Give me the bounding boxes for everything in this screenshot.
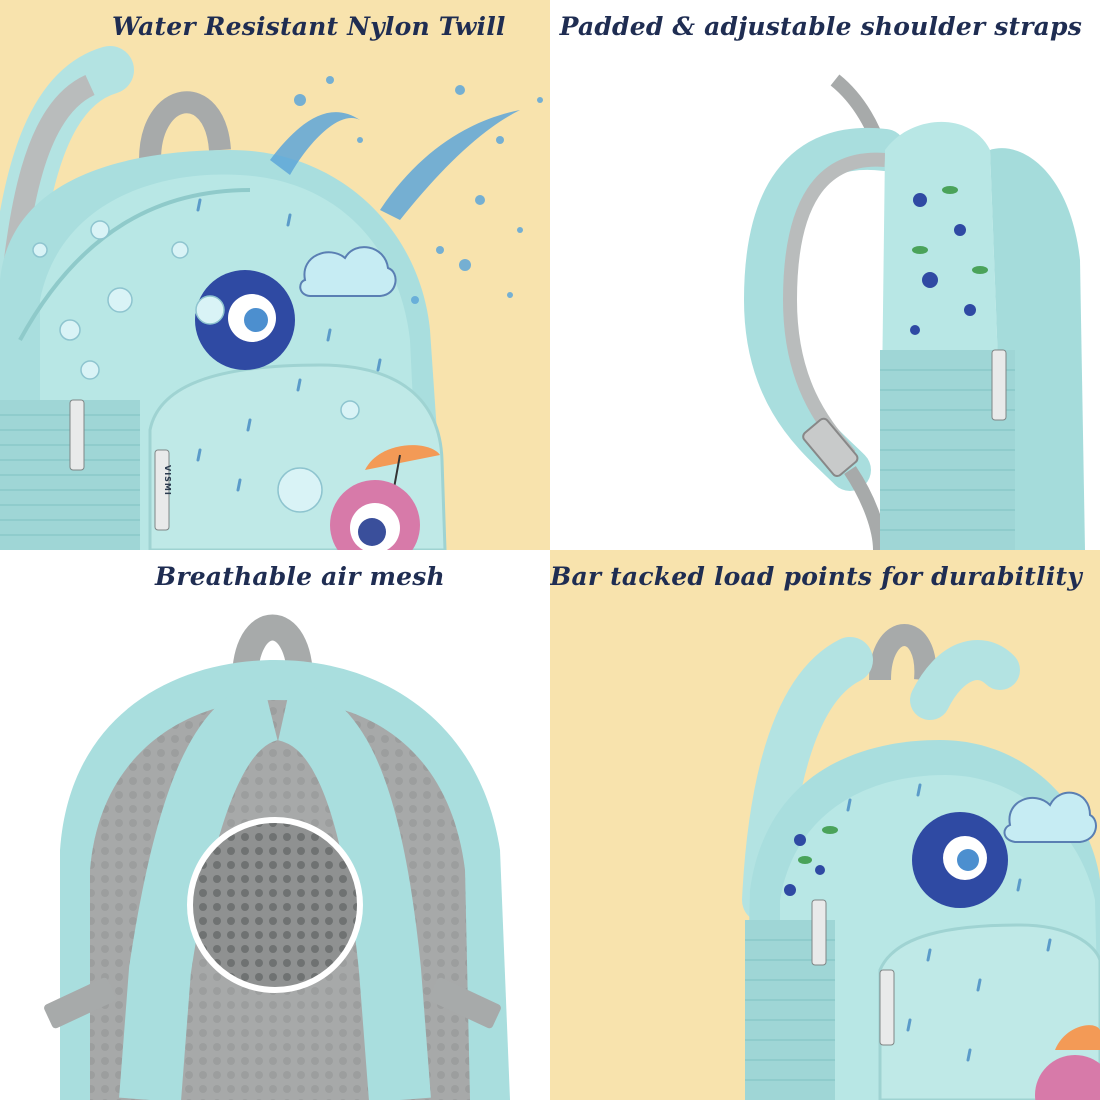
brand-label: VISMI <box>163 465 172 496</box>
backpack-back-mesh-image <box>44 614 510 1100</box>
panel-air-mesh: Breathable air mesh <box>0 550 550 1100</box>
panel-caption: Bar tacked load points for durabitlity <box>550 562 1082 591</box>
panel-caption: Breathable air mesh <box>155 562 445 591</box>
backpack-front-load-points-image <box>742 624 1100 1100</box>
panel-caption: Padded & adjustable shoulder straps <box>559 12 1082 41</box>
panel-water-resistant: Water Resistant Nylon Twill VISMI <box>0 0 550 550</box>
backpack-side-strap-image <box>743 74 1085 550</box>
panel-shoulder-straps: Padded & adjustable shoulder straps <box>550 0 1100 550</box>
backpack-front-splash-image: VISMI <box>0 46 543 550</box>
panel-bar-tacked: Bar tacked load points for durabitlity <box>550 550 1100 1100</box>
panel-caption: Water Resistant Nylon Twill <box>112 12 506 41</box>
mesh-zoom-circle <box>187 817 363 993</box>
